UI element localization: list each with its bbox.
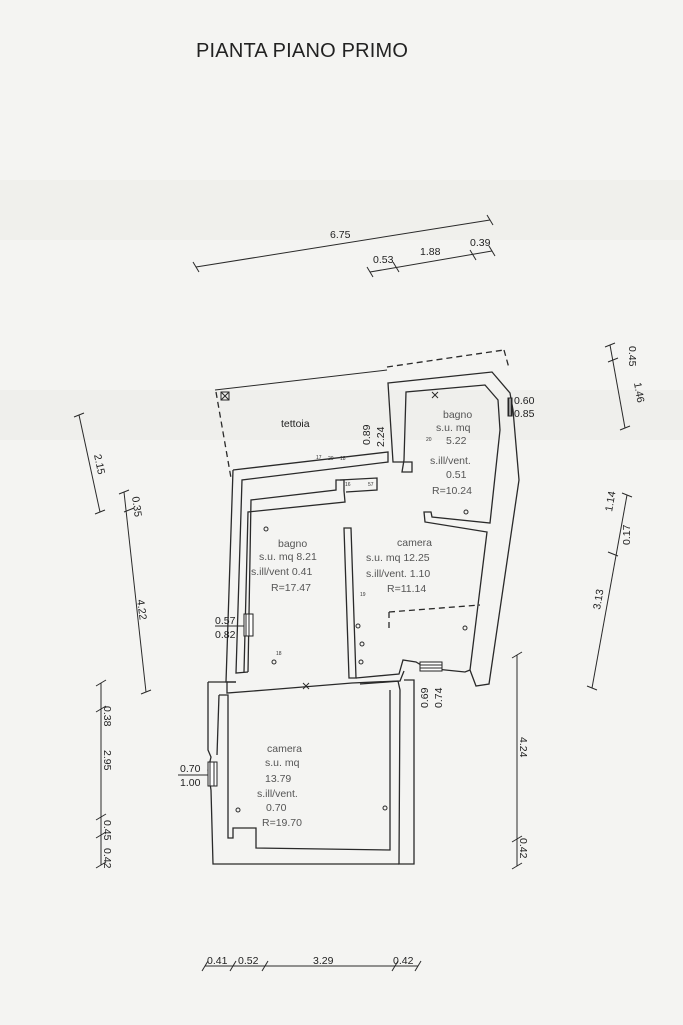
top-dimensions: 6.75 0.53 1.88 0.39 [192,214,496,278]
marker-19: 19 [360,592,366,598]
right-dim-6: 4.24 [517,737,529,758]
window-bagno-left-h: 0.82 [215,629,236,641]
room-sill: s.ill/vent. 1.10 [366,568,430,580]
left-dim-2: 0.35 [129,496,144,518]
bottom-dimensions: 0.41 0.52 3.29 0.42 [201,955,422,972]
right-dim-1: 0.45 [626,346,638,367]
room-name: camera [397,537,432,549]
chimney-icon [220,391,230,401]
window-bagno-left-w: 0.57 [215,615,236,627]
windows: 0.60 0.85 0.57 0.82 0.70 1.00 0.69 0.74 [178,395,535,789]
bottom-dim-a: 0.41 [207,955,228,967]
room-camera-1: camera s.u. mq 12.25 s.ill/vent. 1.10 R=… [366,537,432,595]
window-camera-bottom-w: 0.70 [180,763,201,775]
room-sill-value: 0.70 [266,802,287,814]
marker-18: 18 [340,456,346,462]
tettoia-label: tettoia [281,418,310,430]
room-name: camera [267,743,302,755]
window-camera-bottom [207,761,218,787]
room-r: R=10.24 [432,485,472,497]
room-sill: s.ill/vent. [257,788,298,800]
room-su-value: 5.22 [446,435,467,447]
left-dim-1: 2.15 [91,453,107,476]
plan-title: PIANTA PIANO PRIMO [196,40,408,62]
room-r: R=17.47 [271,582,311,594]
right-dim-2: 1.46 [631,381,646,403]
bottom-dim-c: 3.29 [313,955,334,967]
room-name: bagno [443,409,472,421]
marker-20: 20 [328,456,334,462]
dim-total: 6.75 [330,229,351,241]
window-camera-bottom-h: 1.00 [180,777,201,789]
room-name: bagno [278,538,307,550]
room-sill: s.ill/vent. [430,455,471,467]
window-bagno-top [507,397,513,417]
left-dim-7: 0.42 [101,848,113,869]
room-su: s.u. mq [265,757,300,769]
terrace-window-h: 2.24 [375,426,387,447]
room-su: s.u. mq 8.21 [259,551,317,563]
right-dim-5: 3.13 [591,588,606,610]
terrace-window-w: 0.89 [361,424,373,445]
marker-18b: 18 [276,651,282,657]
room-r: R=11.14 [387,583,426,595]
room-sill-value: 0.51 [446,469,467,481]
left-dim-4: 0.38 [101,706,113,727]
left-dim-6: 0.45 [101,820,113,841]
bottom-dim-b: 0.52 [238,955,259,967]
marker-16: 16 [345,482,351,488]
marker-57: 57 [368,482,374,488]
electrical-markers: 17 20 18 19 16 57 18 20 [235,391,469,813]
dim-line-total [195,219,491,268]
paper-band [0,180,683,240]
room-su: s.u. mq [436,422,471,434]
bottom-dim-d: 0.42 [393,955,414,967]
dim-b: 1.88 [420,246,441,258]
paper-band [0,390,683,440]
dim-a: 0.53 [373,254,394,266]
marker-20b: 20 [426,437,432,443]
tettoia-area: tettoia 0.89 2.24 [214,349,510,479]
right-dim-3: 1.14 [603,490,618,512]
room-bagno-2: bagno s.u. mq 8.21 s.ill/vent 0.41 R=17.… [251,538,317,594]
right-dim-7: 0.42 [517,838,529,859]
left-dimensions: 2.15 0.35 4.22 0.38 2.95 0.45 0.42 [73,412,152,869]
room-camera-2: camera s.u. mq 13.79 s.ill/vent. 0.70 R=… [257,743,302,829]
room-sill: s.ill/vent 0.41 [251,566,312,578]
room-su-value: 13.79 [265,773,291,785]
window-camera-mid-h: 0.74 [433,687,445,708]
left-dim-3: 4.22 [134,599,149,621]
room-su: s.u. mq 12.25 [366,552,430,564]
window-camera-mid [419,661,443,672]
dim-line-sub [369,250,493,273]
right-dimensions: 0.45 1.46 1.14 0.17 3.13 4.24 0.42 [511,342,646,870]
dim-c: 0.39 [470,237,491,249]
left-dim-5: 2.95 [101,750,113,771]
marker-17: 17 [316,455,322,461]
window-bagno-top-w: 0.60 [514,395,535,407]
right-dim-4: 0.17 [621,524,633,545]
window-bagno-top-h: 0.85 [514,408,535,420]
window-camera-mid-w: 0.69 [419,687,431,708]
room-r: R=19.70 [262,817,302,829]
room-bagno-1: bagno s.u. mq 5.22 s.ill/vent. 0.51 R=10… [430,409,472,497]
